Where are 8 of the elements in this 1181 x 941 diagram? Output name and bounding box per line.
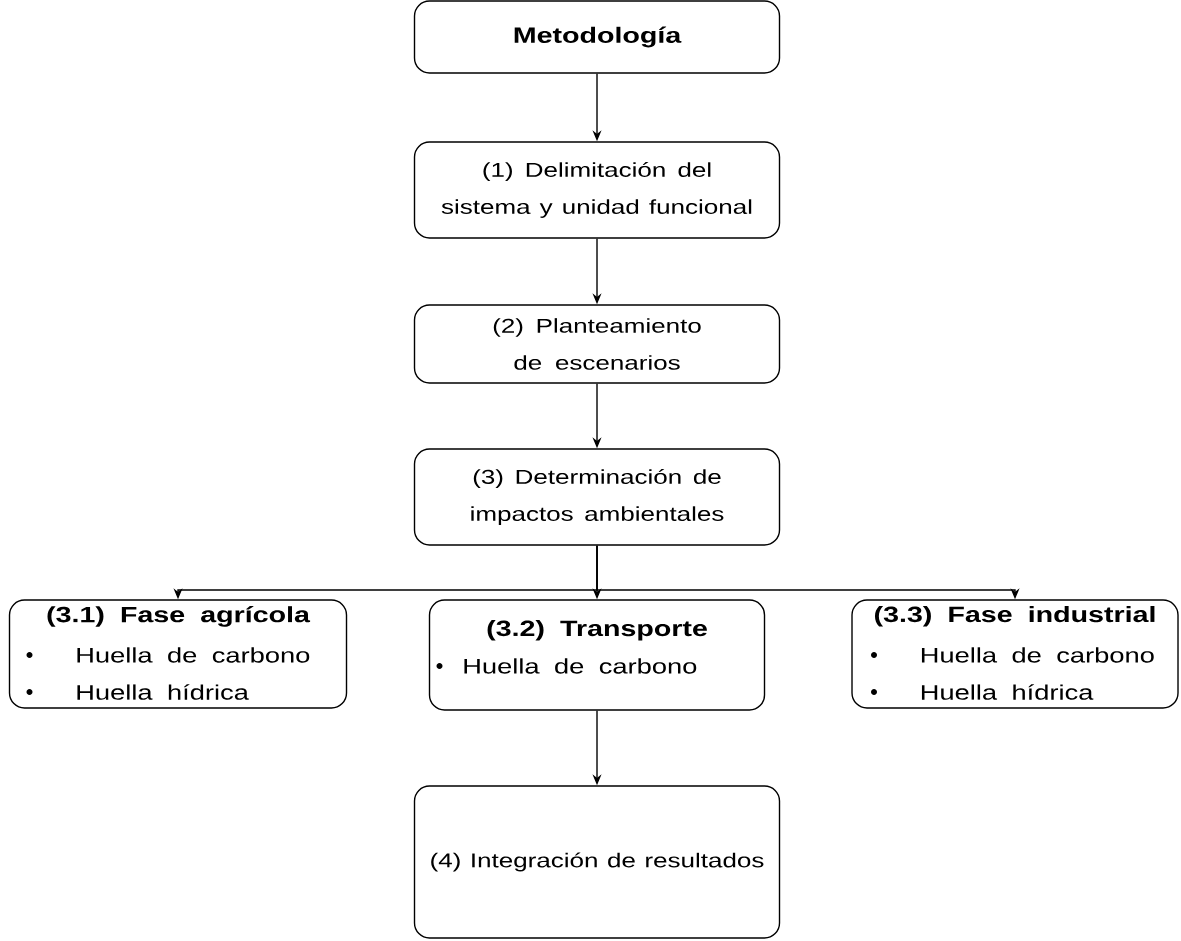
process-box: (3) Determinación de impactos ambientales [413,448,781,546]
phase-box: (3.2) Transporte Huella de carbono [428,599,766,711]
phase-box: (3.3) Fase industrial Huella de carbono Huella hídrica [851,599,1179,709]
process-box: (2) Planteamiento de escenarios [413,304,781,384]
process-box: Metodología [413,0,781,74]
process-box: (1) Delimitación del sistema y unidad funcional [413,141,781,239]
process-box: (4) Integración de resultados [413,785,781,939]
phase-box: (3.1) Fase agrícola Huella de carbono Huella hídrica [8,599,348,709]
